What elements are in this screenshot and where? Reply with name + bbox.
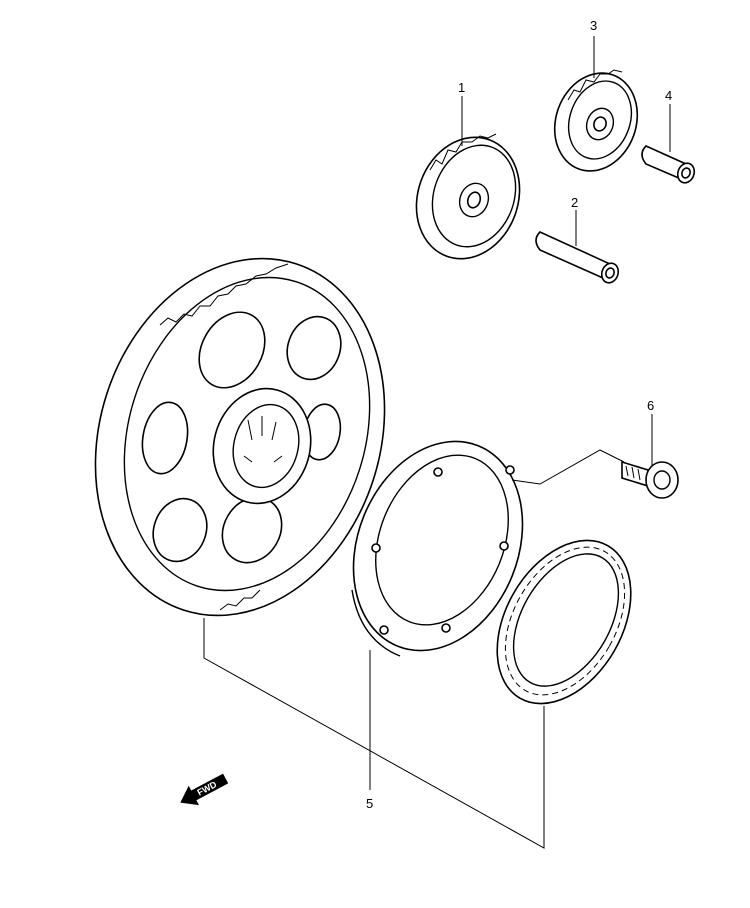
starter-idle-gear-no2 [553,69,639,172]
clutch-bolt-hole-3 [505,465,515,475]
callout-2: 2 [571,195,578,210]
leader-lines [203,36,671,849]
callout-5: 5 [366,796,373,811]
fwd-arrow-icon: FWD [180,773,229,806]
starter-driven-gear [94,257,386,617]
callout-4: 4 [665,88,672,103]
clutch-bolt-hole-6 [379,625,389,635]
starter-idle-gear-no1 [415,133,521,260]
clutch-bolt-hole-4 [499,541,509,551]
callout-6: 6 [647,398,654,413]
callout-3: 3 [590,18,597,33]
gear-cutout-2 [286,315,342,381]
gear-cutout-1 [198,311,266,389]
clutch-bolt-hole-5 [441,623,451,633]
clutch-bolt-hole-1 [371,543,381,553]
gear-cutout-5 [152,497,208,563]
callout-labels: 1 2 3 4 5 6 [366,18,672,811]
callout-1: 1 [458,80,465,95]
gear-teeth-top [159,263,289,611]
clutch-bolt [621,460,679,499]
one-way-clutch-bearing [496,539,632,705]
idle-gear-shaft-no2 [641,145,696,184]
gear-cutout-3 [141,401,189,475]
idle-gear-shaft-no1 [535,231,620,284]
clutch-bolt-hole-2 [433,467,443,477]
starter-clutch-body [351,440,524,657]
